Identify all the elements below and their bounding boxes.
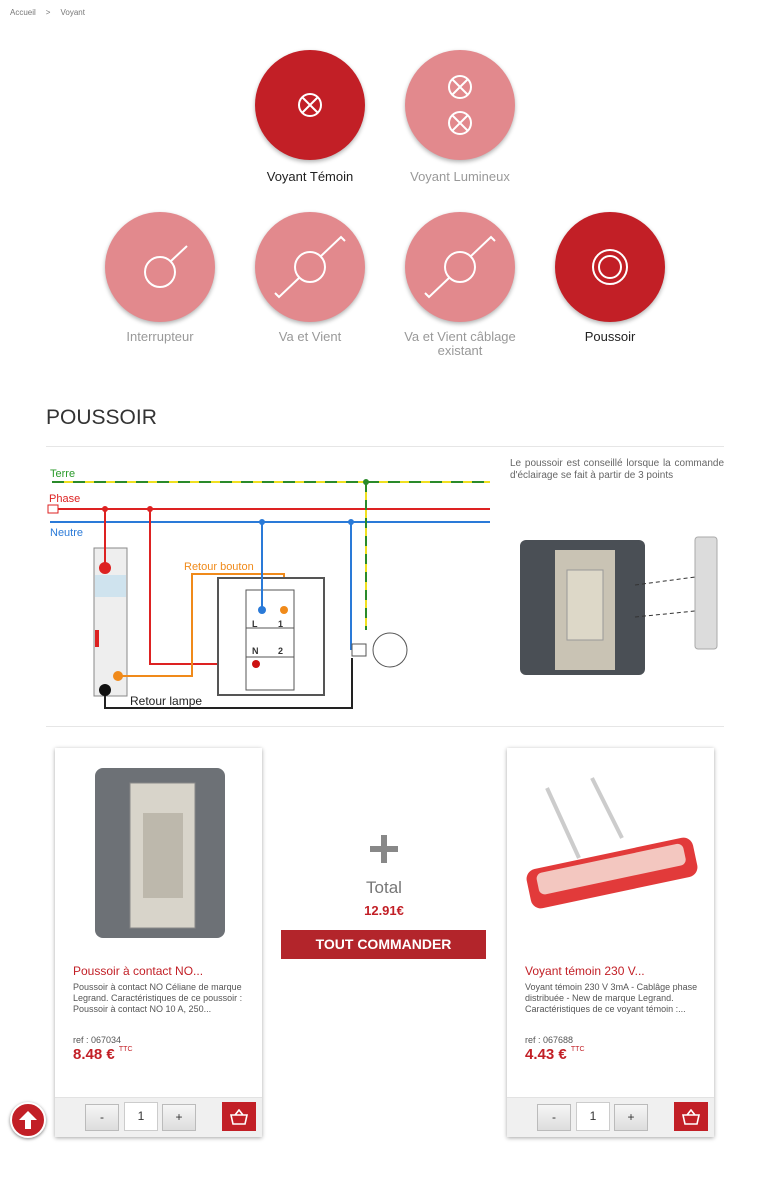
option-label: Poussoir [584, 329, 636, 344]
add-to-cart-button[interactable] [222, 1102, 256, 1131]
breadcrumb-home[interactable]: Accueil [10, 8, 36, 17]
product-title[interactable]: Poussoir à contact NO... [73, 964, 204, 978]
product-price: 4.43 € TTC [525, 1046, 585, 1063]
product-price: 8.48 € TTC [73, 1046, 133, 1063]
increase-quantity-button[interactable]: + [614, 1104, 648, 1131]
quantity-input[interactable]: 1 [576, 1102, 610, 1131]
product-ref: ref : 067034 [73, 1035, 122, 1045]
terminal-n: N [252, 646, 259, 656]
decrease-quantity-button[interactable]: - [537, 1104, 571, 1131]
terre-label: Terre [50, 468, 75, 480]
quantity-bar: - 1 + [55, 1097, 262, 1137]
basket-icon [230, 1108, 248, 1125]
product-image [526, 777, 698, 909]
product-title[interactable]: Voyant témoin 230 V... [525, 964, 645, 978]
product-card: Poussoir à contact NO... Poussoir à cont… [55, 748, 262, 1137]
terminal-1: 1 [278, 619, 283, 629]
terminal-2: 2 [278, 646, 283, 656]
two-way-switch-icon [424, 235, 496, 299]
add-to-cart-button[interactable] [674, 1102, 708, 1131]
retour-bouton-label: Retour bouton [184, 561, 254, 573]
wiring-diagram: Terre Phase Neutre Retour bouton L 1 N 2… [47, 468, 490, 709]
retour-lampe-label: Retour lampe [130, 694, 202, 708]
breadcrumb: Accueil > Voyant [10, 8, 95, 17]
product-description: Voyant témoin 230 V 3mA - Cablâge phase … [525, 982, 698, 1014]
breadcrumb-separator: > [45, 8, 51, 17]
breadcrumb-current: Voyant [60, 8, 85, 17]
option-label: Interrupteur [126, 329, 194, 344]
two-way-switch-icon [274, 235, 346, 299]
option-label: Voyant Témoin [266, 169, 354, 184]
option-voyant-lumineux[interactable] [405, 50, 515, 160]
option-label: Voyant Lumineux [410, 169, 510, 184]
tax-label: TTC [118, 1046, 133, 1053]
total-value: 12.91€ [364, 903, 404, 918]
plus-icon [370, 835, 398, 863]
tax-label: TTC [570, 1046, 585, 1053]
terminal-l: L [252, 619, 258, 629]
decrease-quantity-button[interactable]: - [85, 1104, 119, 1131]
arrow-up-icon [19, 1111, 37, 1129]
push-button-icon [592, 249, 628, 285]
total-label: Total [366, 878, 402, 897]
product-image [95, 768, 225, 938]
scroll-to-top-button[interactable] [10, 1102, 46, 1138]
product-card: Voyant témoin 230 V... Voyant témoin 230… [507, 748, 714, 1137]
option-va-et-vient[interactable] [255, 212, 365, 322]
option-label: Va et Vient [278, 329, 342, 344]
lamp-icon [298, 93, 322, 117]
option-voyant-temoin[interactable] [255, 50, 365, 160]
section-description: Le poussoir est conseillé lorsque la com… [510, 458, 724, 481]
price-value: 4.43 € [525, 1046, 567, 1063]
basket-icon [682, 1108, 700, 1125]
price-value: 8.48 € [73, 1046, 115, 1063]
neutre-label: Neutre [50, 527, 83, 539]
section-title: POUSSOIR [46, 406, 157, 429]
double-lamp-icon [448, 75, 472, 135]
option-interrupteur[interactable] [105, 212, 215, 322]
product-ref: ref : 067688 [525, 1035, 574, 1045]
phase-label: Phase [49, 493, 80, 505]
quantity-bar: - 1 + [507, 1097, 714, 1137]
order-all-button[interactable]: TOUT COMMANDER [281, 930, 486, 959]
option-label: Va et Vient câblage existant [404, 329, 516, 358]
increase-quantity-button[interactable]: + [162, 1104, 196, 1131]
product-assembly-image [520, 536, 718, 675]
product-description: Poussoir à contact NO Céliane de marque … [73, 982, 243, 1014]
option-va-et-vient-existant[interactable] [405, 212, 515, 322]
option-poussoir[interactable] [555, 212, 665, 322]
divider [46, 446, 724, 447]
divider [46, 726, 724, 727]
switch-icon [144, 245, 188, 288]
quantity-input[interactable]: 1 [124, 1102, 158, 1131]
